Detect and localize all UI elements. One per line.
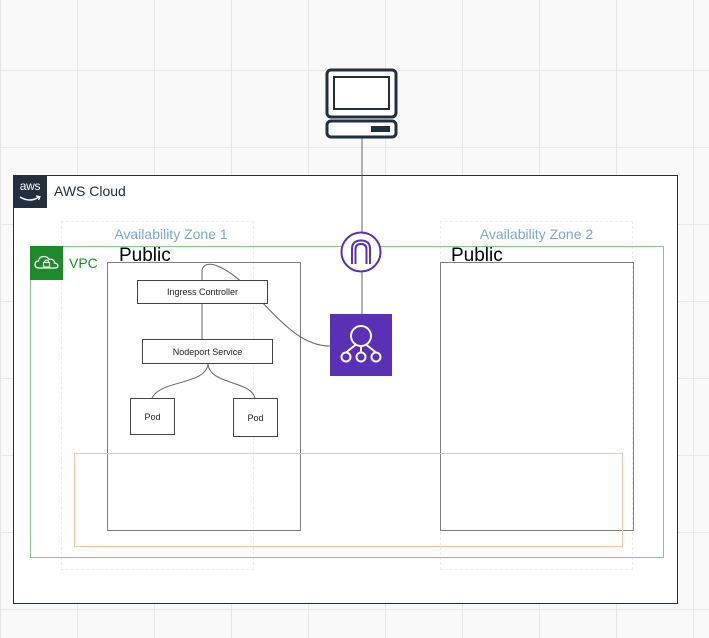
desktop-computer-icon	[325, 68, 398, 139]
public-subnet-2[interactable]	[440, 262, 634, 531]
public-subnet-2-label: Public	[451, 245, 503, 266]
vpc-lock-cloud-icon	[30, 246, 63, 280]
private-subnet-group[interactable]	[74, 453, 623, 547]
pod-box-1[interactable]: Pod	[130, 398, 175, 435]
public-subnet-1-label: Public	[119, 245, 171, 266]
nodeport-service-box[interactable]: Nodeport Service	[142, 339, 273, 364]
public-subnet-1[interactable]	[107, 262, 301, 531]
aws-logo-icon: aws	[13, 175, 47, 208]
availability-zone-2-label: Availability Zone 2	[479, 226, 594, 242]
load-balancer-icon[interactable]	[330, 314, 392, 376]
ingress-controller-box[interactable]: Ingress Controller	[137, 280, 268, 304]
availability-zone-1-label: Availability Zone 1	[114, 226, 228, 242]
aws-cloud-label: AWS Cloud	[54, 183, 126, 199]
pod-box-2[interactable]: Pod	[233, 398, 278, 437]
aws-logo-text: aws	[19, 179, 41, 193]
aws-smile-icon	[19, 195, 41, 201]
vpc-label: VPC	[69, 255, 98, 271]
